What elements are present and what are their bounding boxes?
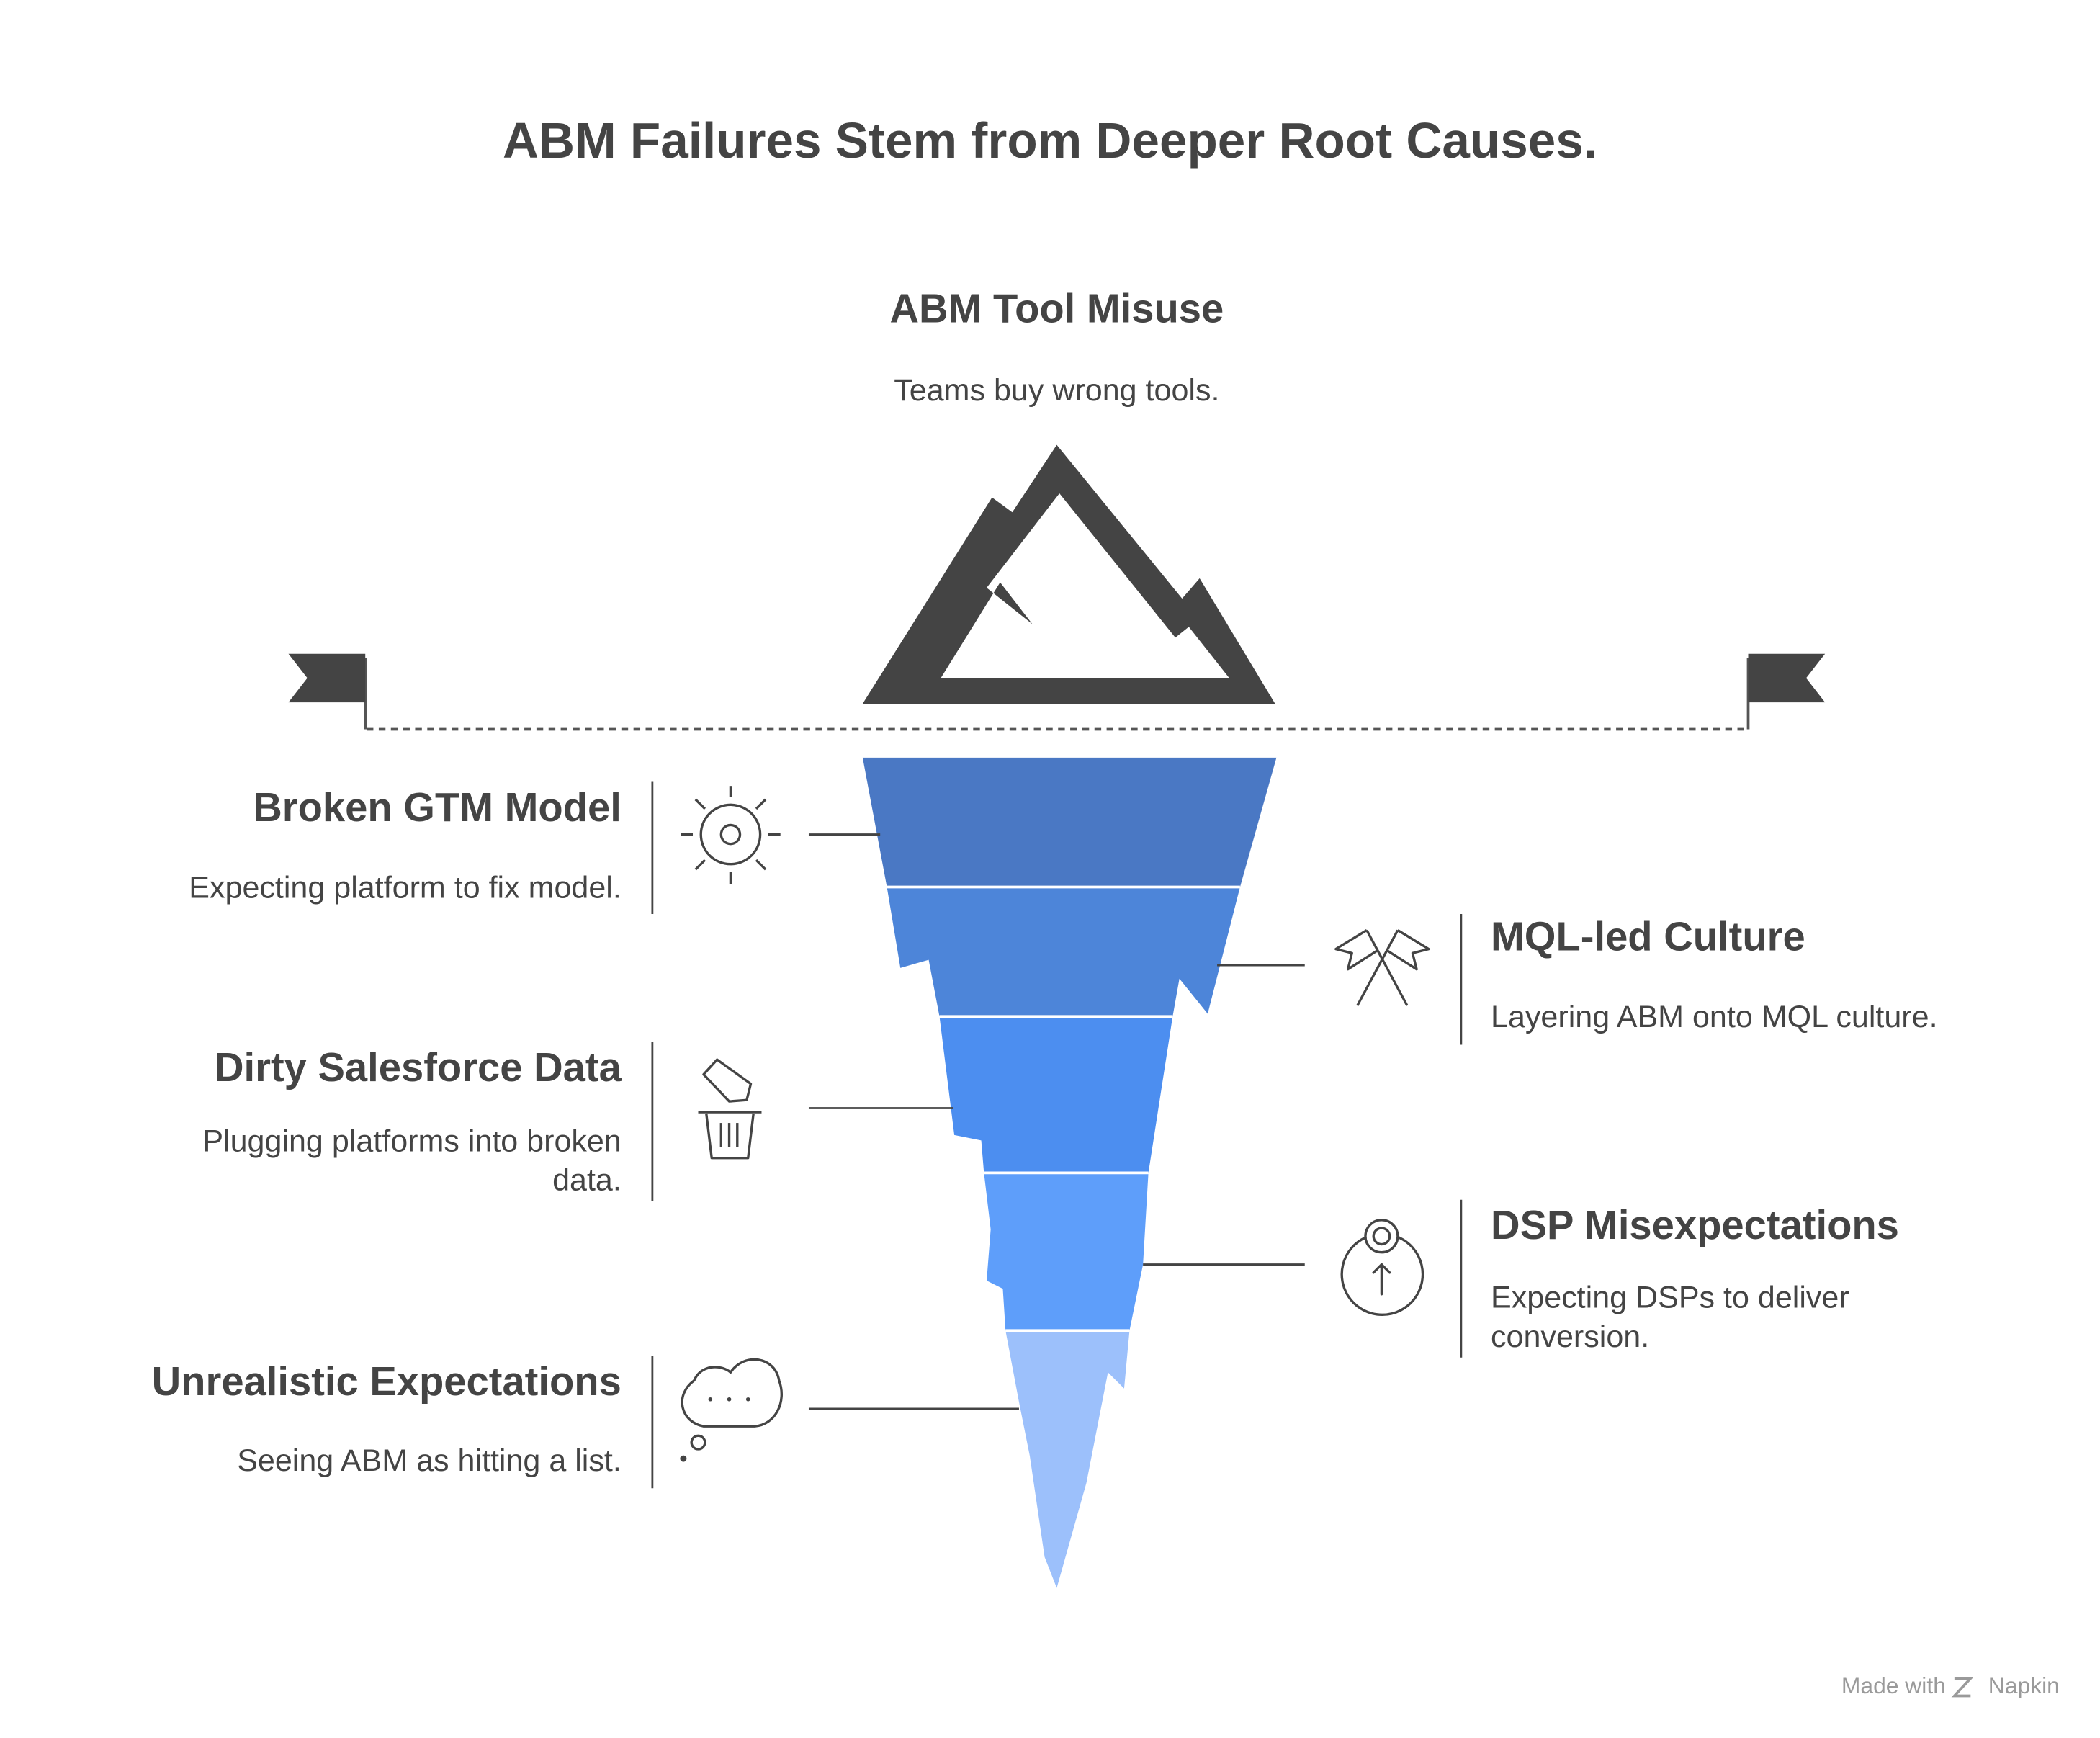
sun-gear-icon: [681, 786, 781, 884]
crossed-flags-icon: [1334, 928, 1430, 1007]
cause-description-broken-gtm: Expecting platform to fix model.: [189, 869, 622, 905]
watermark-brand: Napkin: [1988, 1672, 2060, 1699]
target-arrow-icon: [1340, 1219, 1424, 1316]
layer-4: [984, 1173, 1149, 1331]
cause-heading-dirty-data: Dirty Salesforce Data: [214, 1046, 622, 1091]
layer-1: [862, 757, 1277, 887]
connector-lines: [808, 833, 1305, 1410]
trash-bin-icon: [698, 1058, 762, 1160]
layer-3: [939, 1016, 1173, 1173]
right-flag-icon: [1748, 653, 1826, 703]
mountain-icon: [862, 444, 1275, 704]
cause-description-unrealistic: Seeing ABM as hitting a list.: [237, 1442, 622, 1478]
tip-description: Teams buy wrong tools.: [894, 372, 1220, 408]
thought-bubble-icon: [680, 1358, 783, 1462]
cause-description-dirty-data: Plugging platforms into broken data.: [202, 1123, 622, 1198]
watermark-text: Made with: [1841, 1672, 1946, 1699]
layer-separators: [887, 885, 1240, 1332]
cause-heading-broken-gtm: Broken GTM Model: [253, 786, 622, 830]
cause-heading-mql-culture: MQL-led Culture: [1491, 915, 1805, 960]
left-flag-icon: [288, 653, 366, 703]
diagram-title: ABM Failures Stem from Deeper Root Cause…: [502, 113, 1597, 169]
cause-description-dsp: Expecting DSPs to deliver conversion.: [1491, 1279, 1849, 1354]
text-dividers: [651, 781, 1463, 1489]
layer-5: [1005, 1330, 1130, 1588]
cause-heading-unrealistic: Unrealistic Expectations: [151, 1360, 622, 1405]
cause-heading-dsp: DSP Misexpectations: [1491, 1204, 1899, 1249]
napkin-logo-icon: [1951, 1677, 1974, 1698]
tip-heading: ABM Tool Misuse: [889, 287, 1224, 332]
watermark: Made with Napkin: [1841, 1673, 2060, 1700]
cause-description-mql-culture: Layering ABM onto MQL culture.: [1491, 998, 1938, 1034]
layer-2: [887, 887, 1240, 1017]
